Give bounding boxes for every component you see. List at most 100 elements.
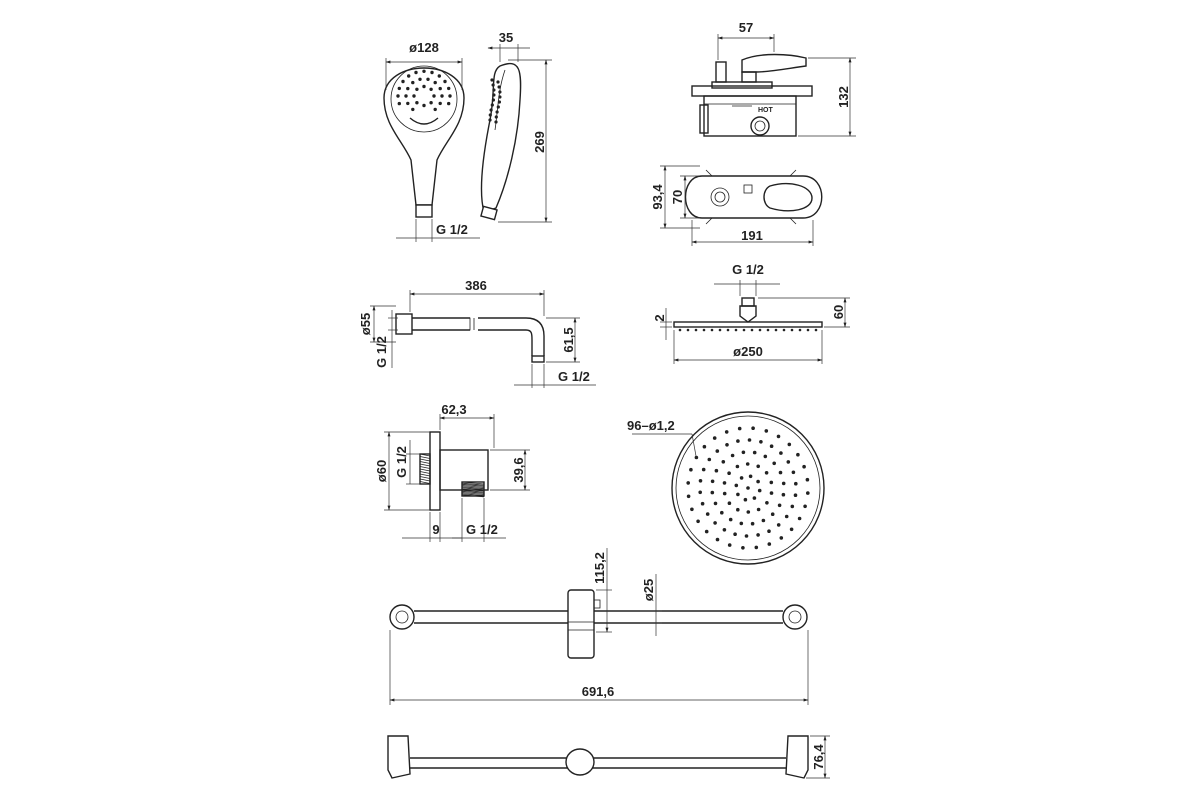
nozzle-dot: [796, 452, 800, 457]
shower-arm-drop-label: 61,5: [561, 327, 576, 352]
thread-hatch: [419, 473, 431, 477]
nozzle-dot: [704, 529, 709, 534]
rail-diameter-label: ø25: [641, 579, 656, 601]
nozzle-dot: [422, 103, 426, 108]
thread-hatch: [419, 471, 431, 474]
mixer-front-view: 93,4 70 191: [650, 165, 823, 246]
nozzle-dot: [751, 426, 755, 431]
thread-hatch: [461, 485, 485, 488]
thread-hatch: [419, 478, 431, 482]
nozzle-dot: [724, 430, 729, 434]
nozzle-dot: [494, 115, 498, 119]
nozzle-dot: [715, 537, 720, 542]
mixer-hot-label: HOT: [758, 107, 774, 114]
thread-hatch: [461, 493, 485, 497]
nozzle-dot: [739, 521, 744, 526]
nozzle-dot: [787, 442, 792, 447]
nozzle-dot: [414, 70, 418, 75]
nozzle-dot: [488, 118, 492, 122]
nozzle-dot: [696, 519, 700, 524]
nozzle-dot: [710, 490, 715, 495]
nozzle-dot: [741, 546, 745, 550]
shower-arm-thread-out-label: G 1/2: [558, 369, 590, 384]
nozzle-dot: [727, 501, 732, 506]
nozzle-dot: [756, 507, 761, 512]
nozzle-dot: [447, 86, 451, 91]
nozzle-dot: [429, 87, 433, 92]
nozzle-dot: [440, 94, 444, 98]
hand-shower-diameter-label: ø128: [409, 40, 439, 55]
thread-hatch: [419, 456, 431, 459]
nozzle-dot: [790, 504, 795, 509]
nozzle-dot: [722, 491, 727, 496]
mixer-height-label: 132: [836, 86, 851, 108]
nozzle-dot: [797, 516, 802, 521]
nozzle-dot: [764, 471, 769, 475]
hand-shower-length-label: 269: [532, 131, 547, 153]
nozzle-dot: [722, 481, 727, 485]
nozzle-dot: [429, 101, 433, 105]
nozzle-dot: [746, 510, 751, 514]
nozzle-dot: [397, 101, 401, 106]
thread-hatch: [461, 486, 485, 490]
thread-hatch: [461, 482, 485, 486]
nozzle-dot: [770, 512, 775, 516]
nozzle-dot: [490, 78, 494, 82]
nozzle-dot: [752, 496, 757, 500]
nozzle-dot: [781, 492, 786, 497]
nozzle-dot: [725, 443, 729, 447]
nozzle-dot: [702, 444, 707, 449]
thread-hatch: [419, 463, 431, 467]
nozzle-dot: [694, 455, 699, 460]
nozzle-dot: [492, 88, 496, 92]
nozzle-dot: [733, 532, 737, 536]
nozzle-dot: [745, 462, 750, 466]
nozzle-dot: [730, 453, 735, 458]
nozzle-dot: [491, 98, 495, 102]
nozzle-dot: [721, 460, 726, 464]
nozzle-dot: [777, 503, 782, 508]
nozzle-dot: [448, 94, 452, 98]
thread-hatch: [419, 481, 431, 484]
nozzle-dot: [789, 527, 794, 532]
nozzle-dot: [736, 439, 740, 443]
nozzle-dot: [742, 328, 746, 332]
nozzle-dot: [746, 486, 750, 490]
nozzle-dot: [764, 429, 769, 433]
nozzle-dot: [710, 479, 715, 484]
nozzle-dot: [781, 481, 786, 486]
nozzle-dot: [489, 108, 493, 112]
rain-head-thickness-label: 2: [652, 314, 667, 321]
rain-head-diameter-label: ø250: [733, 344, 763, 359]
nozzle-dot: [803, 504, 807, 509]
nozzle-dot: [447, 101, 451, 106]
nozzle-dot: [411, 80, 415, 85]
wall-outlet: 62,3 ø60 G 1/2 39,6 9 G 1/2: [374, 402, 530, 542]
nozzle-dot: [739, 476, 744, 480]
wall-outlet-diameter-label: ø60: [374, 460, 389, 482]
nozzle-dot: [718, 328, 722, 332]
hand-shower-front: ø128 G 1/2: [383, 40, 480, 242]
nozzle-dot: [766, 328, 770, 332]
mixer-width-label: 57: [739, 20, 753, 35]
nozzle-dot: [407, 74, 411, 78]
shower-arm-flange-label: ø55: [358, 313, 373, 335]
slider-height-label: 115,2: [592, 552, 607, 584]
hand-shower-depth-label: 35: [499, 30, 513, 45]
nozzle-dot: [756, 464, 760, 469]
nozzle-dot: [750, 328, 754, 332]
nozzle-dot: [497, 85, 501, 89]
nozzle-dot: [686, 328, 690, 332]
shower-arm-thread-in-label: G 1/2: [374, 336, 389, 368]
nozzle-dot: [490, 103, 494, 107]
nozzle-dot: [707, 457, 712, 462]
thread-hatch: [419, 453, 431, 457]
nozzle-dot: [406, 101, 410, 106]
nozzle-dot: [430, 70, 434, 75]
nozzle-dot: [798, 328, 802, 332]
wall-outlet-flange-label: 9: [432, 522, 439, 537]
slide-rail-bottom: 76,4: [387, 735, 830, 779]
rain-head-top: 96–ø1,2: [627, 411, 825, 565]
nozzle-dot: [397, 86, 401, 91]
nozzle-dot: [790, 328, 794, 332]
